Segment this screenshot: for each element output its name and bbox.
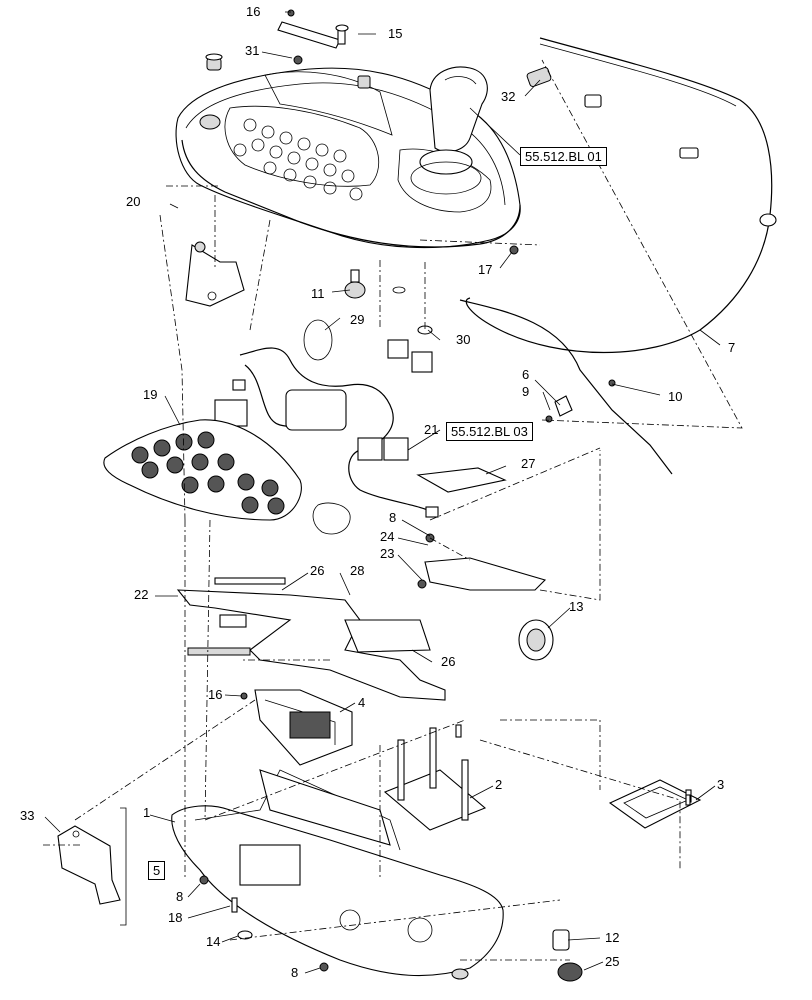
callout-23: 23 bbox=[380, 546, 395, 561]
small-hardware bbox=[344, 245, 519, 373]
keypad-membrane bbox=[103, 419, 302, 521]
callout-9: 9 bbox=[522, 384, 530, 399]
top-fasteners bbox=[205, 9, 371, 89]
leader-lines bbox=[44, 11, 721, 974]
assembly-centerlines bbox=[40, 59, 743, 961]
callout-28: 28 bbox=[350, 563, 365, 578]
wiring-harness bbox=[214, 319, 439, 535]
callout-14: 14 bbox=[206, 934, 221, 949]
callout-8-upper: 8 bbox=[389, 510, 397, 525]
callout-32: 32 bbox=[501, 89, 516, 104]
callout-8-lower: 8 bbox=[291, 965, 299, 980]
callout-18: 18 bbox=[168, 910, 183, 925]
callout-4: 4 bbox=[358, 695, 366, 710]
callout-31: 31 bbox=[245, 43, 260, 58]
callout-15: 15 bbox=[388, 26, 403, 41]
label-sheet bbox=[416, 467, 507, 493]
reference-link-55-512-bl-03[interactable]: 55.512.BL 03 bbox=[446, 422, 533, 441]
callout-27: 27 bbox=[521, 456, 536, 471]
reference-link-55-512-bl-01[interactable]: 55.512.BL 01 bbox=[520, 147, 607, 166]
callout-11: 11 bbox=[311, 286, 325, 301]
callout-16: 16 bbox=[246, 4, 261, 19]
callout-26-upper: 26 bbox=[310, 563, 325, 578]
callout-1: 1 bbox=[143, 805, 151, 820]
callout-2: 2 bbox=[495, 777, 503, 792]
callout-17: 17 bbox=[478, 262, 493, 277]
callout-22: 22 bbox=[134, 587, 149, 602]
callout-16-lower: 16 bbox=[208, 687, 223, 702]
bracket bbox=[185, 241, 245, 307]
callout-21: 21 bbox=[424, 422, 439, 437]
callout-7: 7 bbox=[728, 340, 736, 355]
callout-33: 33 bbox=[20, 808, 35, 823]
side-bracket bbox=[57, 825, 121, 905]
button-array bbox=[233, 118, 363, 201]
callout-19: 19 bbox=[143, 387, 158, 402]
callout-8-mid: 8 bbox=[176, 889, 184, 904]
callout-10: 10 bbox=[668, 389, 683, 404]
callout-6: 6 bbox=[522, 367, 530, 382]
mounting-plate bbox=[176, 533, 547, 701]
support-frame bbox=[383, 727, 487, 831]
reference-link-5[interactable]: 5 bbox=[148, 861, 166, 880]
callout-20: 20 bbox=[126, 194, 141, 209]
cable-assembly bbox=[459, 37, 777, 475]
callout-13: 13 bbox=[569, 599, 584, 614]
callout-25: 25 bbox=[605, 954, 620, 969]
callout-29: 29 bbox=[350, 312, 365, 327]
callout-26-lower: 26 bbox=[441, 654, 456, 669]
lower-fasteners bbox=[199, 692, 691, 982]
callout-24: 24 bbox=[380, 529, 395, 544]
callout-3: 3 bbox=[717, 777, 725, 792]
lower-housing bbox=[171, 769, 504, 980]
callout-30: 30 bbox=[456, 332, 471, 347]
callout-12: 12 bbox=[605, 930, 620, 945]
joystick bbox=[410, 66, 488, 195]
control-module bbox=[254, 689, 353, 766]
